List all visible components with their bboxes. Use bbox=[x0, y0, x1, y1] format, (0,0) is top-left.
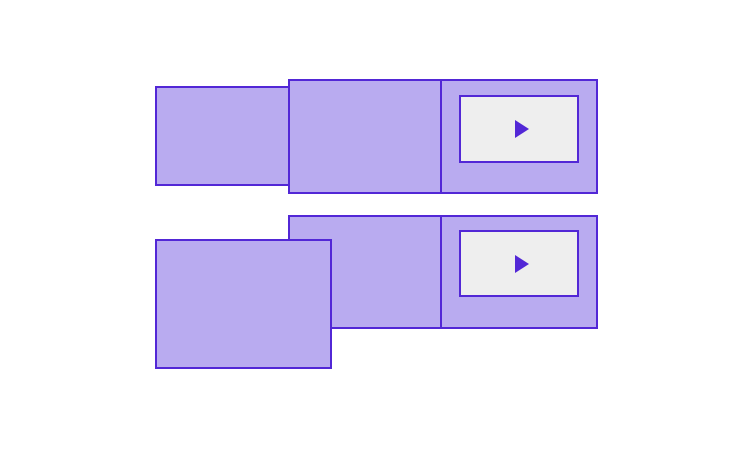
top-row bbox=[155, 79, 598, 194]
top-play-icon[interactable] bbox=[515, 120, 529, 138]
bottom-overlay-panel bbox=[155, 239, 332, 369]
top-side-panel bbox=[155, 86, 290, 186]
bottom-play-icon[interactable] bbox=[515, 255, 529, 273]
bottom-row bbox=[155, 215, 598, 369]
top-center-panel bbox=[288, 79, 442, 194]
